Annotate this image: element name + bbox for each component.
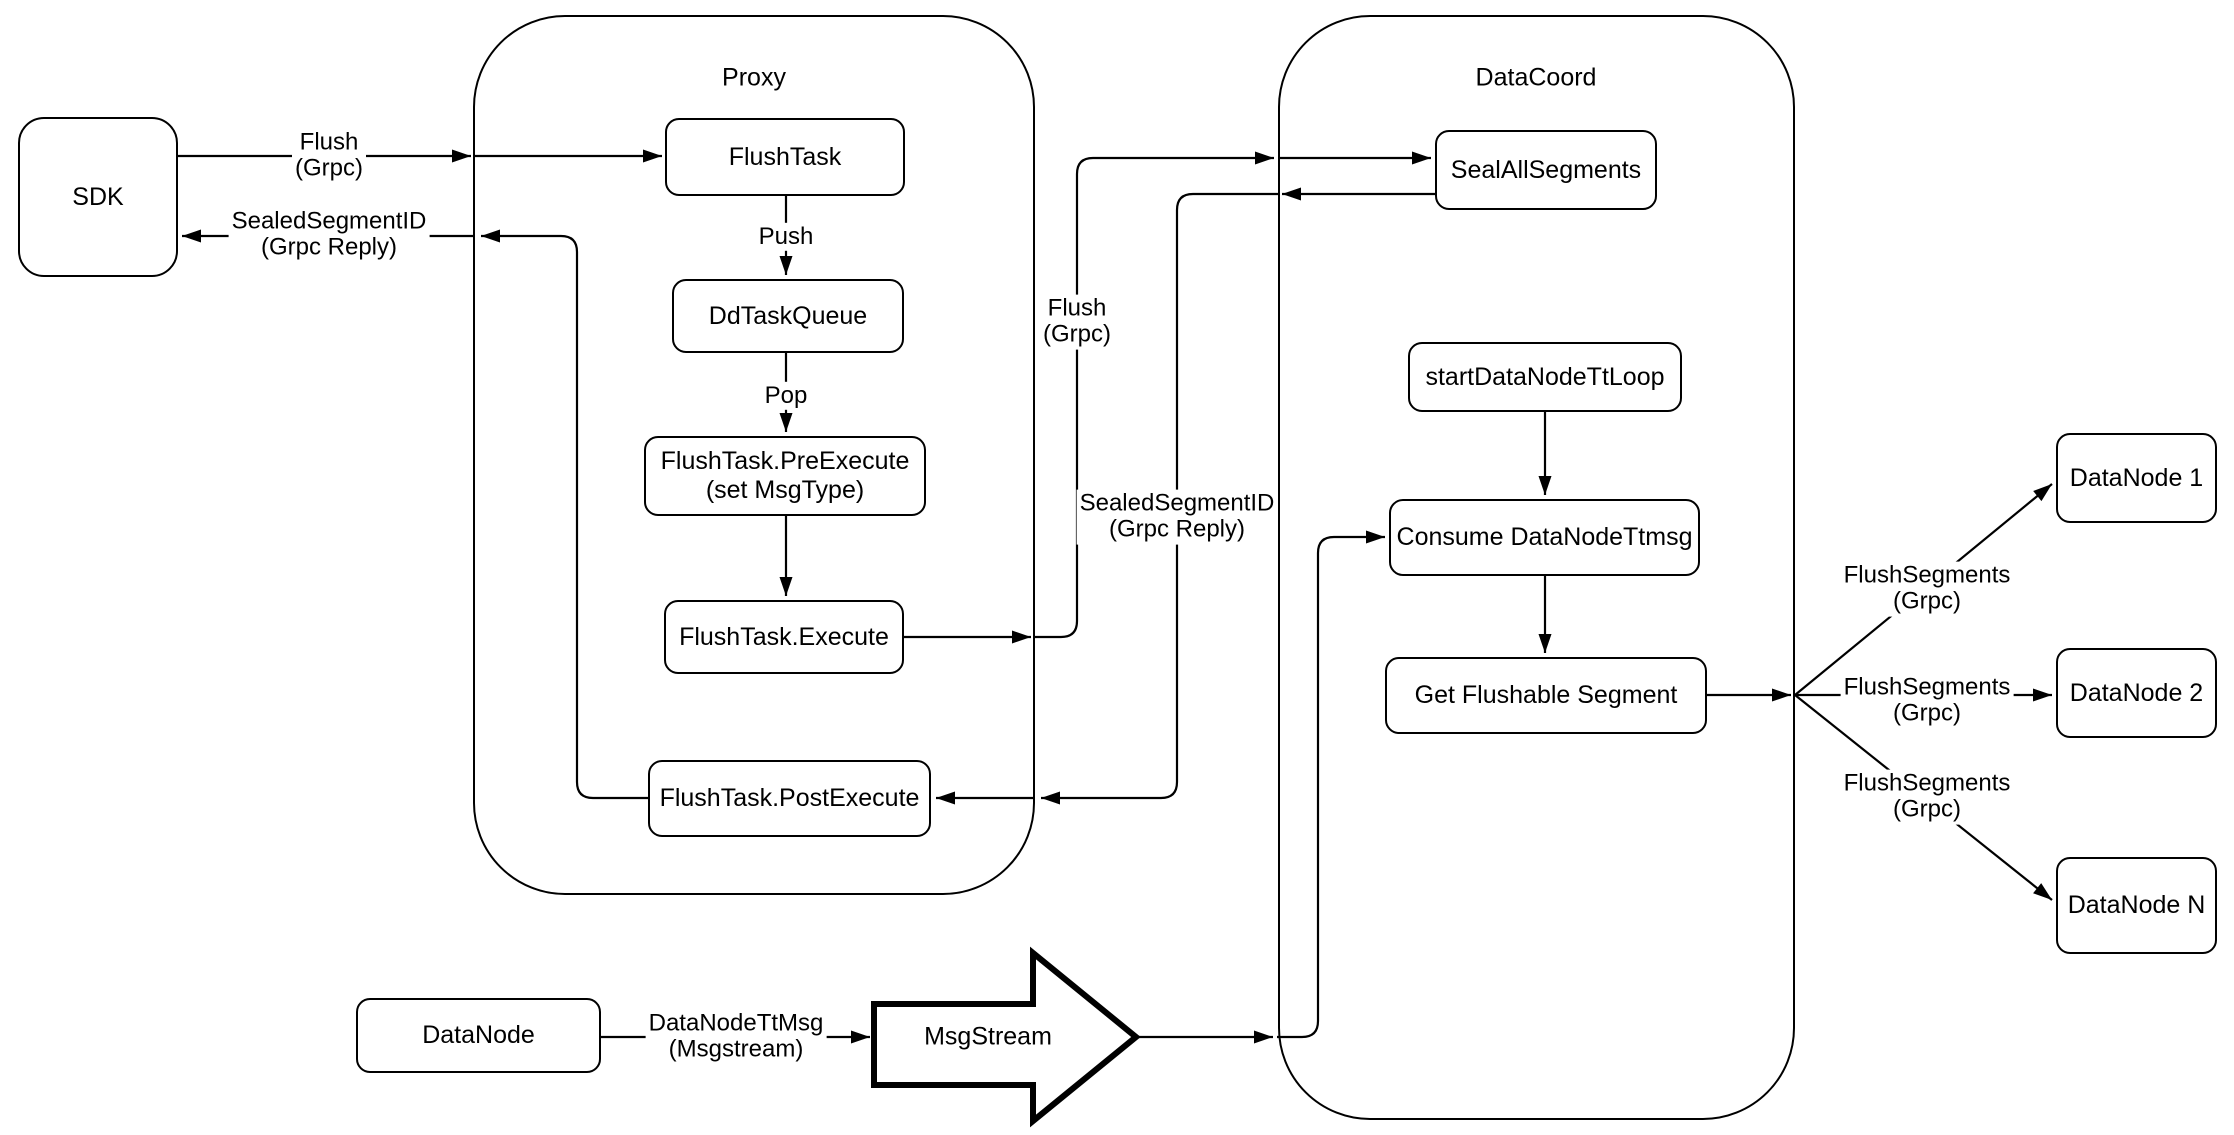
proxy-container-title: Proxy — [722, 63, 786, 92]
node-flush-task-label: FlushTask — [728, 142, 842, 171]
edge-ttmsg-to-consume — [1277, 530, 1385, 1039]
node-data-node-1-label: DataNode 1 — [2069, 463, 2204, 492]
label-data-node-tt-msg-line1: DataNodeTtMsg — [648, 1009, 824, 1037]
node-consume-data-node-ttmsg: Consume DataNodeTtmsg — [1389, 499, 1700, 576]
datacoord-container — [1278, 15, 1795, 1120]
node-sdk-label: SDK — [72, 182, 124, 211]
label-flush-segments-1-line2: (Grpc) — [1893, 588, 1961, 615]
label-sealed-segment-mid: SealedSegmentID (Grpc Reply) — [1076, 489, 1278, 545]
node-data-node-n: DataNode N — [2056, 857, 2217, 954]
label-flush-grpc-mid-line2: (Grpc) — [1043, 321, 1111, 348]
node-flush-task: FlushTask — [665, 118, 905, 196]
node-flush-task-pre-execute-label: FlushTask.PreExecute (set MsgType) — [661, 447, 910, 505]
label-flush-grpc-sdk-line2: (Grpc) — [295, 155, 363, 182]
node-consume-data-node-ttmsg-label: Consume DataNodeTtmsg — [1396, 523, 1693, 552]
label-flush-segments-2: FlushSegments (Grpc) — [1840, 673, 2014, 729]
datacoord-container-title: DataCoord — [1475, 63, 1597, 92]
label-flush-segments-1-line1: FlushSegments — [1843, 561, 2011, 589]
node-flush-task-post-execute: FlushTask.PostExecute — [648, 760, 931, 837]
label-sealed-segment-sdk: SealedSegmentID (Grpc Reply) — [228, 207, 430, 263]
label-sealed-segment-mid-line1: SealedSegmentID — [1079, 489, 1275, 517]
node-seal-all-segments-label: SealAllSegments — [1450, 155, 1642, 184]
label-flush-segments-2-line1: FlushSegments — [1843, 673, 2011, 701]
label-flush-segments-3-line2: (Grpc) — [1893, 796, 1961, 823]
proxy-container — [473, 15, 1035, 895]
node-data-node-2-label: DataNode 2 — [2069, 678, 2204, 707]
node-data-node-1: DataNode 1 — [2056, 433, 2217, 523]
node-get-flushable-segment-label: Get Flushable Segment — [1414, 681, 1678, 710]
label-data-node-tt-msg-line2: (Msgstream) — [668, 1036, 804, 1063]
node-flush-task-pre-execute: FlushTask.PreExecute (set MsgType) — [644, 436, 926, 516]
label-sealed-segment-sdk-line1: SealedSegmentID — [231, 207, 427, 235]
node-flush-task-post-execute-label: FlushTask.PostExecute — [659, 784, 920, 813]
label-data-node-tt-msg: DataNodeTtMsg (Msgstream) — [645, 1009, 827, 1065]
label-flush-grpc-sdk-line1: Flush — [299, 128, 359, 156]
label-flush-grpc-sdk: Flush (Grpc) — [292, 128, 366, 184]
msgstream-block-arrow — [871, 946, 1141, 1128]
node-dd-task-queue-label: DdTaskQueue — [708, 301, 868, 330]
label-flush-grpc-mid-line1: Flush — [1047, 294, 1107, 322]
node-start-data-node-tt-loop: startDataNodeTtLoop — [1408, 342, 1682, 412]
label-flush-grpc-mid: Flush (Grpc) — [1040, 294, 1114, 350]
node-sdk: SDK — [18, 117, 178, 277]
node-data-node: DataNode — [356, 998, 601, 1073]
node-data-node-label: DataNode — [422, 1021, 535, 1050]
edge-flush-grpc-up — [1035, 151, 1274, 639]
node-data-node-n-label: DataNode N — [2067, 891, 2206, 920]
node-get-flushable-segment: Get Flushable Segment — [1385, 657, 1707, 734]
edge-postexecute-return — [481, 229, 648, 800]
label-flush-segments-3-line1: FlushSegments — [1843, 769, 2011, 797]
node-flush-task-execute-label: FlushTask.Execute — [679, 622, 889, 651]
label-flush-segments-3: FlushSegments (Grpc) — [1840, 769, 2014, 825]
label-push: Push — [755, 222, 817, 252]
node-start-data-node-tt-loop-label: startDataNodeTtLoop — [1425, 362, 1665, 391]
node-dd-task-queue: DdTaskQueue — [672, 279, 904, 353]
pre-execute-line1: FlushTask.PreExecute — [660, 447, 910, 476]
node-flush-task-execute: FlushTask.Execute — [664, 600, 904, 674]
label-pop: Pop — [761, 381, 811, 411]
label-sealed-segment-sdk-line2: (Grpc Reply) — [260, 234, 398, 261]
label-sealed-segment-mid-line2: (Grpc Reply) — [1108, 516, 1246, 543]
pre-execute-line2: (set MsgType) — [705, 476, 865, 504]
node-data-node-2: DataNode 2 — [2056, 648, 2217, 738]
msgstream-label: MsgStream — [924, 1022, 1052, 1051]
label-flush-segments-2-line2: (Grpc) — [1893, 700, 1961, 727]
label-flush-segments-1: FlushSegments (Grpc) — [1840, 561, 2014, 617]
node-seal-all-segments: SealAllSegments — [1435, 130, 1657, 210]
